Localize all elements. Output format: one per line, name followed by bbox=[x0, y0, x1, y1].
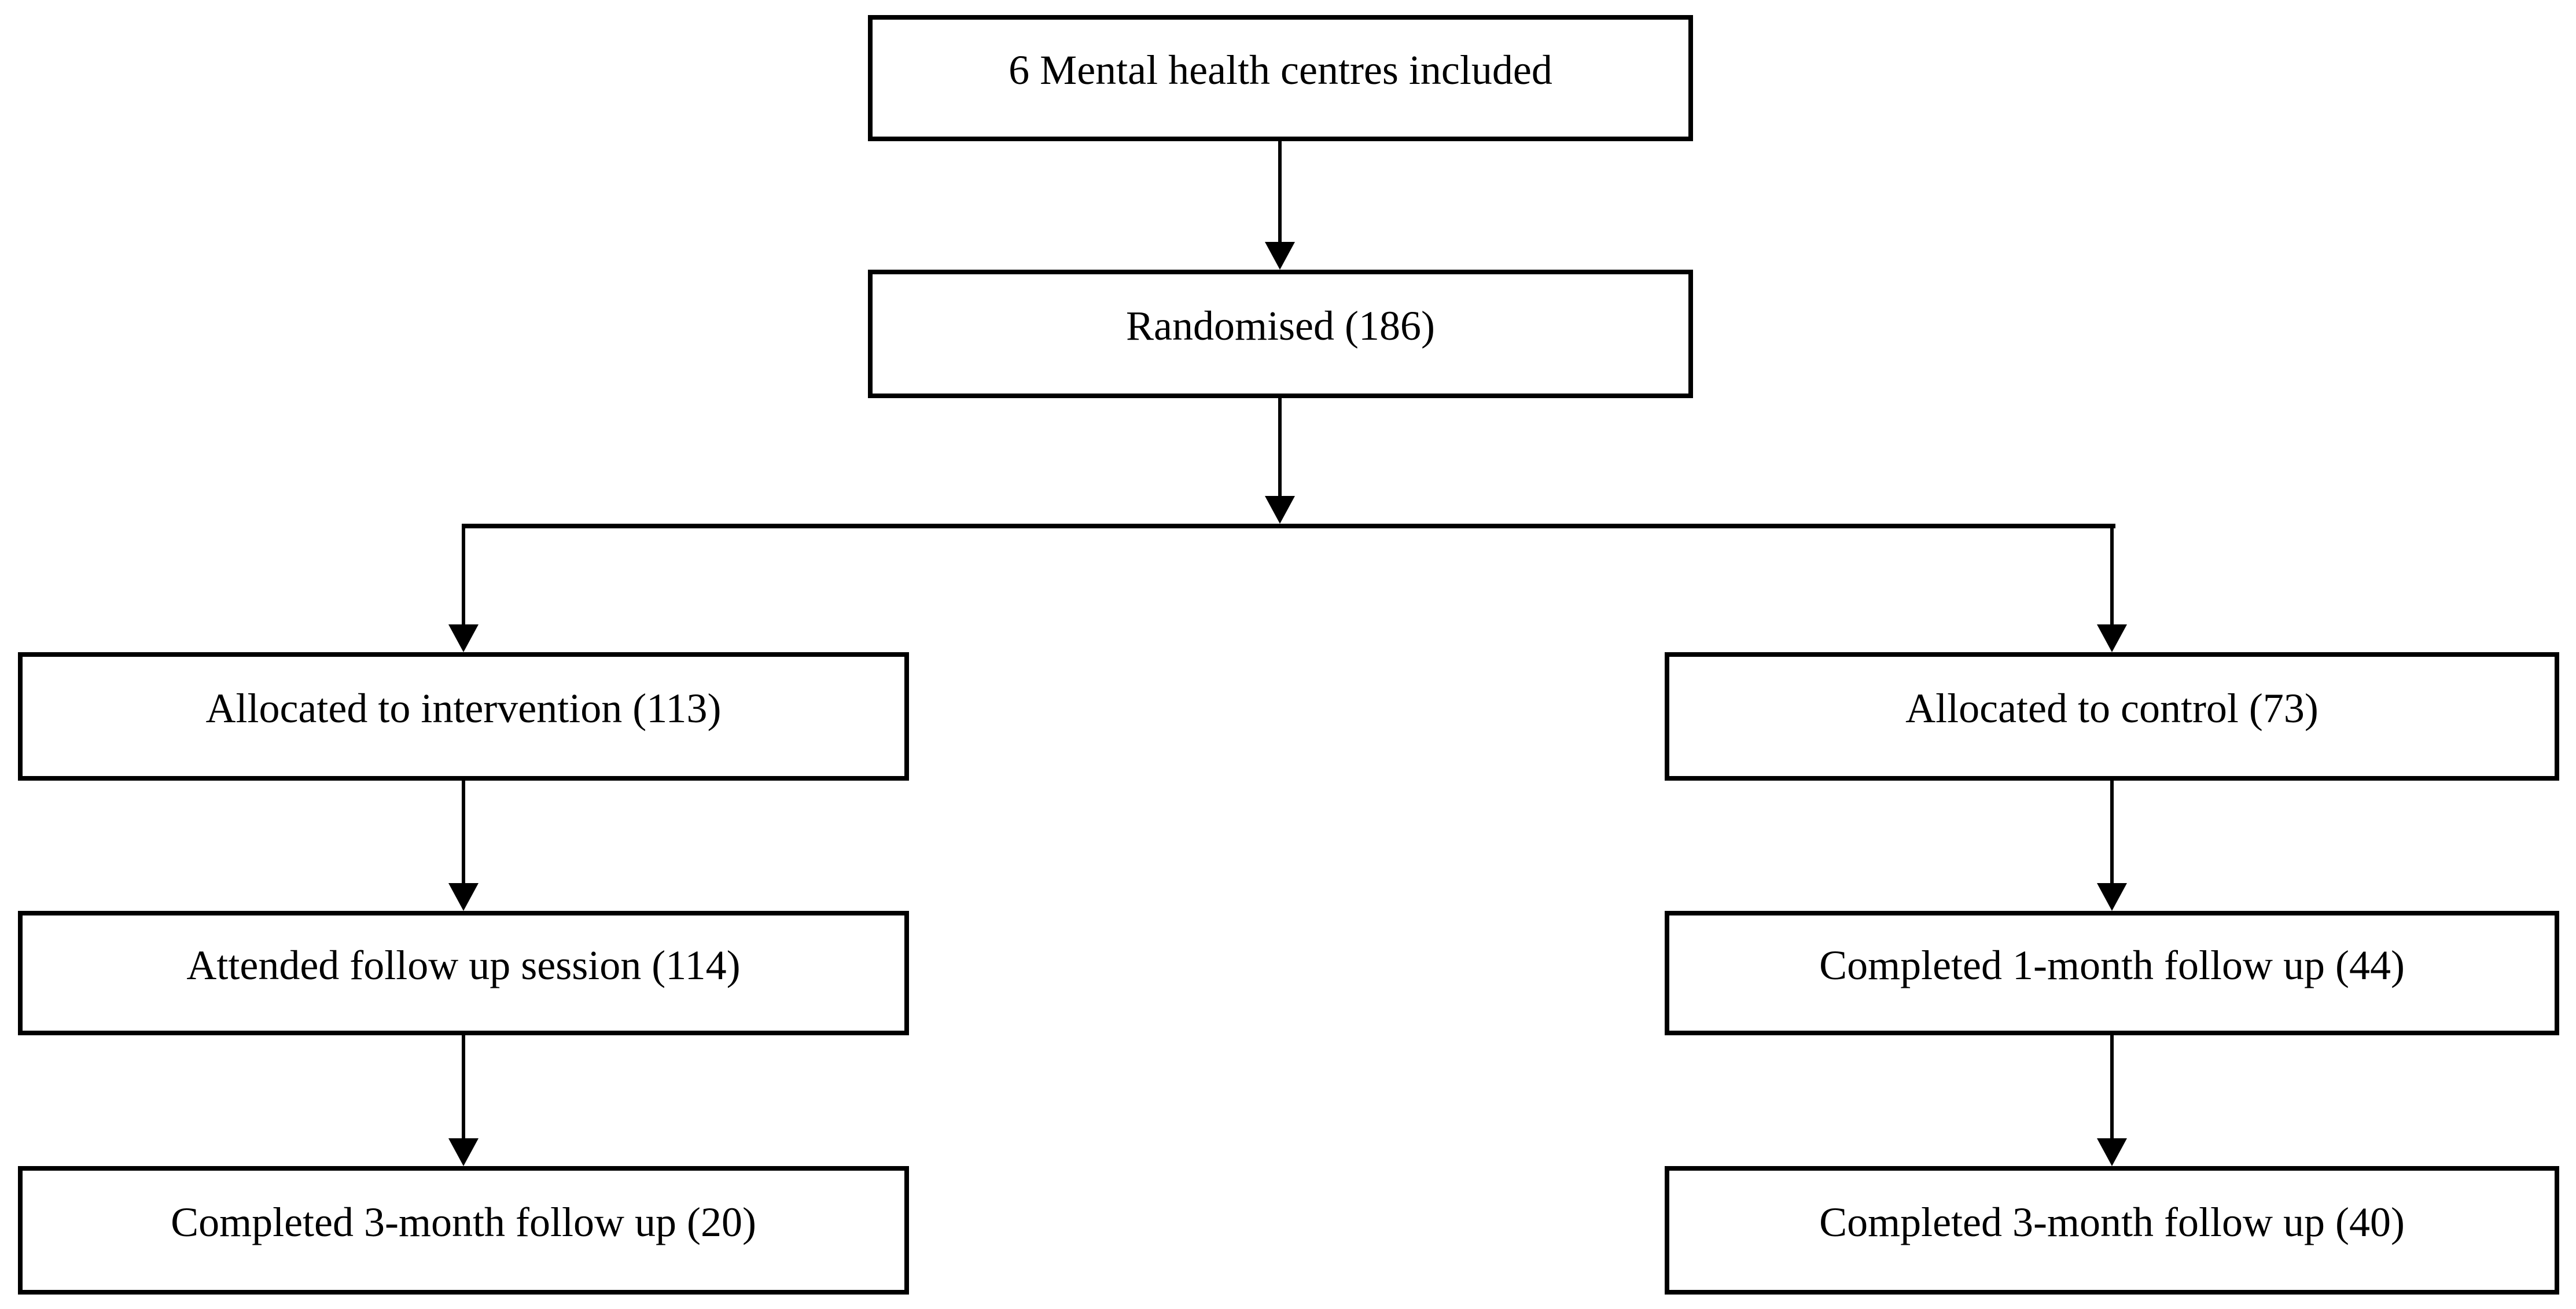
connector-line bbox=[2110, 1035, 2114, 1138]
connector-attended-3month bbox=[448, 1035, 479, 1166]
connector-intervention-attended bbox=[448, 781, 479, 911]
node-attended-followup: Attended follow up session (114) bbox=[18, 911, 909, 1035]
node-intervention-3month-followup: Completed 3-month follow up (20) bbox=[18, 1166, 909, 1295]
node-allocated-control-label: Allocated to control (73) bbox=[1905, 685, 2319, 732]
connector-line bbox=[462, 526, 465, 624]
node-allocated-intervention-label: Allocated to intervention (113) bbox=[205, 685, 722, 732]
connector-1month-3month bbox=[2097, 1035, 2127, 1166]
node-randomised-label: Randomised (186) bbox=[1126, 303, 1435, 350]
connector-line bbox=[462, 1035, 465, 1138]
split-bar bbox=[462, 524, 2115, 528]
arrow-down-icon bbox=[2097, 1138, 2127, 1166]
node-allocated-control: Allocated to control (73) bbox=[1665, 652, 2559, 781]
arrow-down-icon bbox=[448, 624, 479, 652]
connector-line bbox=[2110, 526, 2114, 624]
connector-line bbox=[1278, 141, 1282, 242]
arrow-down-icon bbox=[2097, 883, 2127, 911]
connector-split-control bbox=[2097, 526, 2127, 652]
node-randomised: Randomised (186) bbox=[868, 270, 1693, 398]
connector-randomised-split bbox=[1265, 398, 1295, 524]
connector-control-1month bbox=[2097, 781, 2127, 911]
node-attended-followup-label: Attended follow up session (114) bbox=[186, 942, 741, 988]
arrow-down-icon bbox=[448, 883, 479, 911]
connector-line bbox=[2110, 781, 2114, 883]
node-intervention-3month-followup-label: Completed 3-month follow up (20) bbox=[171, 1199, 756, 1246]
connector-line bbox=[462, 781, 465, 883]
connector-line bbox=[1278, 398, 1282, 496]
node-centres: 6 Mental health centres included bbox=[868, 15, 1693, 141]
node-control-1month-followup: Completed 1-month follow up (44) bbox=[1665, 911, 2559, 1035]
node-allocated-intervention: Allocated to intervention (113) bbox=[18, 652, 909, 781]
connector-split-intervention bbox=[448, 526, 479, 652]
arrow-down-icon bbox=[1265, 496, 1295, 524]
node-control-3month-followup: Completed 3-month follow up (40) bbox=[1665, 1166, 2559, 1295]
node-centres-label: 6 Mental health centres included bbox=[1009, 47, 1552, 94]
arrow-down-icon bbox=[448, 1138, 479, 1166]
node-control-3month-followup-label: Completed 3-month follow up (40) bbox=[1819, 1199, 2405, 1246]
arrow-down-icon bbox=[1265, 242, 1295, 270]
arrow-down-icon bbox=[2097, 624, 2127, 652]
connector-centres-randomised bbox=[1265, 141, 1295, 270]
node-control-1month-followup-label: Completed 1-month follow up (44) bbox=[1819, 942, 2405, 988]
